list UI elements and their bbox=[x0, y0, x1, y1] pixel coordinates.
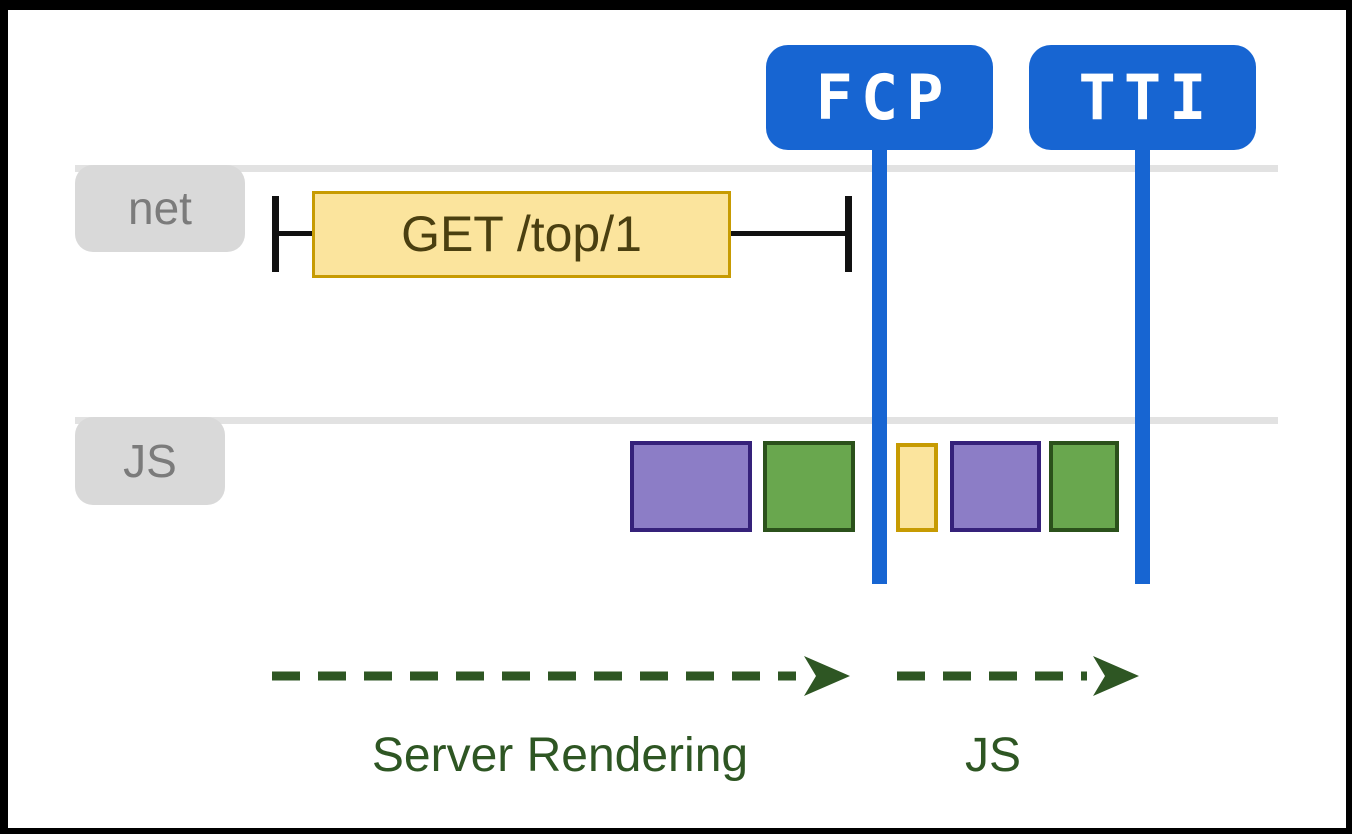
js-task-block-purple bbox=[630, 441, 752, 532]
net-lane-line bbox=[75, 165, 1278, 172]
request-end-connector bbox=[731, 231, 845, 236]
js-task-block-green bbox=[763, 441, 855, 532]
js-task-block-yellow bbox=[896, 443, 938, 532]
fcp-marker-badge: FCP bbox=[766, 45, 993, 150]
js-lane-line bbox=[75, 417, 1278, 424]
js-phase-label: JS bbox=[964, 729, 1021, 782]
request-start-whisker bbox=[272, 196, 279, 272]
network-request-bar: GET /top/1 bbox=[312, 191, 731, 278]
server-rendering-phase-label: Server Rendering bbox=[371, 729, 749, 782]
js-lane-label: JS bbox=[75, 417, 225, 505]
js-arrow bbox=[897, 656, 1139, 696]
js-task-block-purple bbox=[950, 441, 1041, 532]
net-lane-label: net bbox=[75, 165, 245, 252]
server-rendering-arrow bbox=[272, 656, 850, 696]
tti-marker-badge: TTI bbox=[1029, 45, 1256, 150]
request-end-whisker bbox=[845, 196, 852, 272]
tti-marker-line bbox=[1135, 148, 1150, 584]
fcp-marker-line bbox=[872, 148, 887, 584]
js-task-block-green bbox=[1049, 441, 1119, 532]
request-start-connector bbox=[279, 231, 312, 236]
